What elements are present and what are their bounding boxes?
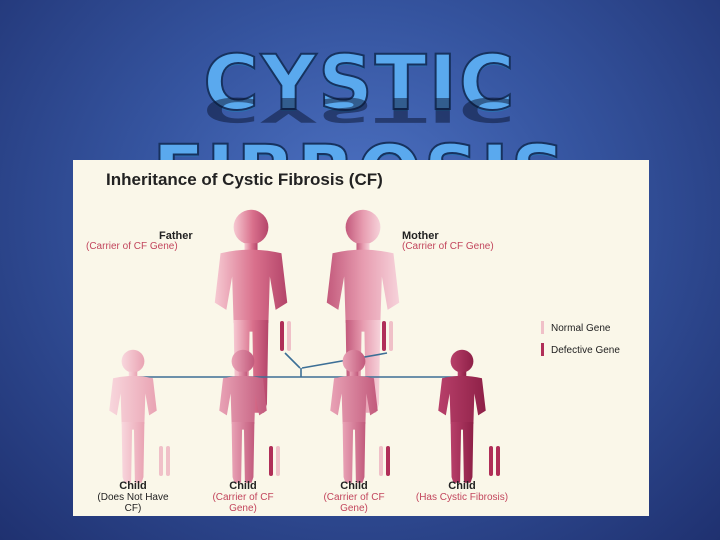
slide-title-reflection: CYSTIC FIBROSIS: [203, 89, 517, 130]
inheritance-connectors: [132, 352, 463, 388]
title-area: CYSTIC FIBROSIS CYSTIC FIBROSIS: [0, 37, 720, 218]
mother-label: Mother: [402, 230, 439, 242]
child-2-label: Child: [229, 480, 257, 492]
legend-defective-swatch: [541, 343, 544, 356]
diagram-title: Inheritance of Cystic Fibrosis (CF): [106, 170, 383, 189]
child-figure-unaffected: [109, 349, 157, 483]
child-figure-affected: [438, 349, 486, 483]
father-sublabel: (Carrier of CF Gene): [86, 241, 178, 252]
child-1-sublabel: (Does Not Have CF): [97, 492, 169, 514]
child-3-label: Child: [340, 480, 368, 492]
inheritance-diagram: Inheritance of Cystic Fibrosis (CF) Fath…: [73, 160, 649, 516]
father-chromosomes: [280, 321, 291, 351]
father-label: Father: [159, 230, 193, 242]
mother-sublabel: (Carrier of CF Gene): [402, 241, 494, 252]
child-3-chromosomes: [379, 446, 390, 476]
child-1-chromosomes: [159, 446, 170, 476]
legend-normal-swatch: [541, 321, 544, 334]
child-2-chromosomes: [269, 446, 280, 476]
child-4-label: Child: [448, 480, 476, 492]
child-4-sublabel: (Has Cystic Fibrosis): [415, 492, 509, 503]
legend-normal-label: Normal Gene: [551, 323, 611, 334]
child-2-sublabel: (Carrier of CF Gene): [212, 492, 274, 514]
mother-chromosomes: [382, 321, 393, 351]
child-3-sublabel: (Carrier of CF Gene): [323, 492, 385, 514]
child-1-label: Child: [119, 480, 147, 492]
diagram-graphics: [109, 209, 544, 483]
legend-defective-label: Defective Gene: [551, 345, 620, 356]
child-4-chromosomes: [489, 446, 500, 476]
